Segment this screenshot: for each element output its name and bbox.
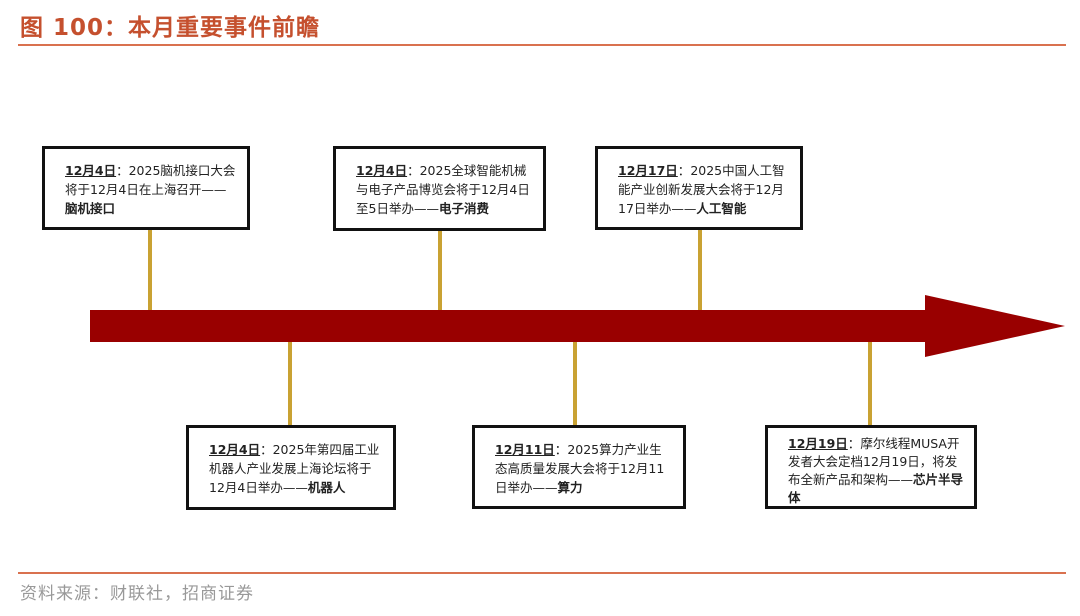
connector <box>573 342 577 426</box>
connector <box>698 230 702 310</box>
sep: ： <box>677 163 691 178</box>
event-text: 2025中国人工智能产业创新发展大会将于12月17日举办—— <box>618 163 785 216</box>
event-tag: 算力 <box>557 480 583 495</box>
event-text: 2025全球智能机械与电子产品博览会将于12月4日至5日举办—— <box>356 163 530 216</box>
event-date: 12月4日 <box>209 442 261 457</box>
title-divider <box>18 44 1066 46</box>
event-text: 摩尔线程MUSA开发者大会定档12月19日，将发布全新产品和架构—— <box>788 436 960 487</box>
event-tag: 人工智能 <box>696 201 747 216</box>
event-tag: 电子消费 <box>438 201 489 216</box>
connector <box>148 230 152 310</box>
event-box: 12月11日：2025算力产业生态高质量发展大会将于12月11日举办——算力 <box>472 425 686 509</box>
event-tag: 机器人 <box>307 480 346 495</box>
figure-title: 图 100：本月重要事件前瞻 <box>20 15 321 41</box>
source-note: 资料来源：财联社，招商证券 <box>20 584 254 604</box>
event-box: 12月4日：2025年第四届工业机器人产业发展上海论坛将于12月4日举办——机器… <box>186 425 396 510</box>
footer-divider <box>18 572 1066 574</box>
event-box: 12月4日：2025脑机接口大会将于12月4日在上海召开—— 脑机接口 <box>42 146 250 230</box>
connector <box>438 230 442 310</box>
event-box: 12月19日：摩尔线程MUSA开发者大会定档12月19日，将发布全新产品和架构—… <box>765 425 977 509</box>
event-tag: 芯片半导体 <box>788 472 964 505</box>
event-date: 12月4日 <box>65 163 117 178</box>
sep: ： <box>554 442 568 457</box>
event-box: 12月4日：2025全球智能机械与电子产品博览会将于12月4日至5日举办——电子… <box>333 146 546 231</box>
connector <box>288 342 292 426</box>
event-text: 2025年第四届工业机器人产业发展上海论坛将于12月4日举办—— <box>209 442 380 495</box>
connector <box>868 342 872 426</box>
event-text: 2025算力产业生态高质量发展大会将于12月11日举办—— <box>495 442 665 495</box>
event-date: 12月11日 <box>495 442 555 457</box>
event-box: 12月17日：2025中国人工智能产业创新发展大会将于12月17日举办——人工智… <box>595 146 803 230</box>
sep: ： <box>847 436 861 451</box>
event-date: 12月19日 <box>788 436 848 451</box>
event-date: 12月17日 <box>618 163 678 178</box>
event-date: 12月4日 <box>356 163 408 178</box>
sep: ： <box>260 442 273 457</box>
sep: ： <box>116 163 129 178</box>
event-tag: 脑机接口 <box>65 201 116 216</box>
sep: ： <box>407 163 420 178</box>
event-text: 2025脑机接口大会将于12月4日在上海召开—— <box>65 163 236 197</box>
